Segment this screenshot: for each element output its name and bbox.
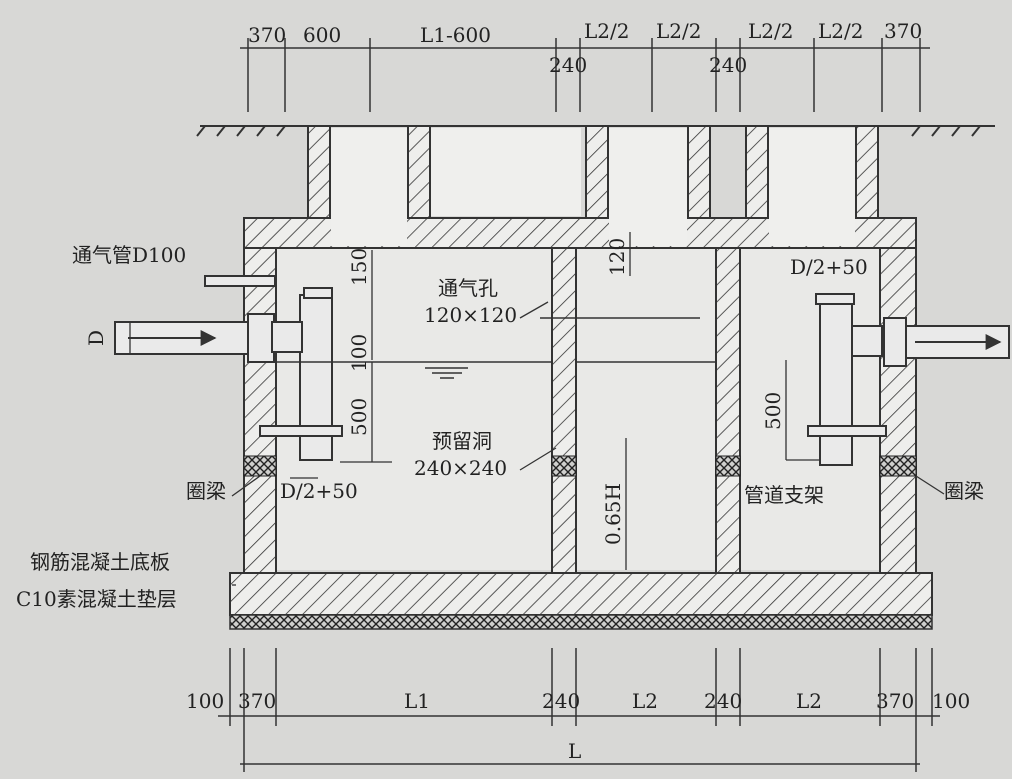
pipe-support-label: 管道支架: [744, 483, 824, 507]
bottom-dim-370-left: 370: [238, 689, 276, 713]
d2-plus-50-left-label: D/2+50: [280, 479, 358, 503]
tank-interior: [275, 248, 880, 570]
bottom-dim-240-right: 240: [704, 689, 742, 713]
reserved-hole-label: 预留洞: [432, 429, 492, 453]
top-dim-l1-600: L1-600: [420, 23, 491, 47]
c10-cushion-label: C10素混凝土垫层: [16, 587, 177, 611]
inlet-tee-pipe: [259, 287, 343, 461]
tank-structure: [229, 125, 933, 616]
reserved-hole-size-label: 240×240: [414, 456, 507, 480]
bottom-dim-100-left: 100: [186, 689, 224, 713]
outlet-tee-pipe: [807, 293, 887, 466]
height-500-left-label: 500: [347, 398, 371, 436]
top-dim-l2-half-3: L2/2: [748, 19, 793, 43]
bottom-dim-l2-left: L2: [632, 689, 658, 713]
rc-floor-label: 钢筋混凝土底板: [30, 550, 170, 574]
d2-plus-50-right-label: D/2+50: [790, 255, 868, 279]
bottom-dim-370-right: 370: [876, 689, 914, 713]
top-dim-370-left: 370: [248, 23, 286, 47]
inlet-pipe: [114, 313, 275, 363]
bottom-dim-l1: L1: [404, 689, 430, 713]
vent-hole-size-label: 120×120: [424, 303, 517, 327]
height-100-label: 100: [347, 334, 371, 372]
outlet-pipe: [883, 317, 1010, 367]
top-dim-370-right: 370: [884, 19, 922, 43]
bottom-dim-240-left: 240: [542, 689, 580, 713]
top-dim-l2-half-2: L2/2: [656, 19, 701, 43]
top-dim-l2-half-4: L2/2: [818, 19, 863, 43]
bottom-dim-100-right: 100: [932, 689, 970, 713]
height-500-right-label: 500: [761, 392, 785, 430]
ring-beam-right-label: 圈梁: [944, 479, 984, 503]
top-dimension-lines: [240, 38, 930, 112]
ring-beams: [243, 455, 917, 477]
top-dim-240-right: 240: [709, 53, 747, 77]
height-0-65h-label: 0.65H: [601, 483, 625, 545]
vent-pipe: [204, 275, 276, 287]
vent-pipe-label: 通气管D100: [72, 243, 186, 267]
pipe-diameter-label: D: [84, 330, 108, 346]
water-level: [276, 317, 716, 379]
vent-hole-label: 通气孔: [438, 276, 498, 300]
top-dim-600: 600: [303, 23, 341, 47]
bottom-dimension-lines: [218, 648, 940, 772]
ring-beam-left-label: 圈梁: [186, 479, 226, 503]
inner-dimension-lines: [129, 232, 945, 586]
top-dim-l2-half-1: L2/2: [584, 19, 629, 43]
bottom-dim-total-l: L: [568, 739, 581, 763]
bottom-dim-l2-right: L2: [796, 689, 822, 713]
height-150-label: 150: [347, 248, 371, 286]
c10-cushion-layer: [229, 614, 933, 630]
height-120-label: 120: [605, 238, 629, 276]
manhole-openings: [331, 128, 855, 246]
top-dim-240-left: 240: [549, 53, 587, 77]
